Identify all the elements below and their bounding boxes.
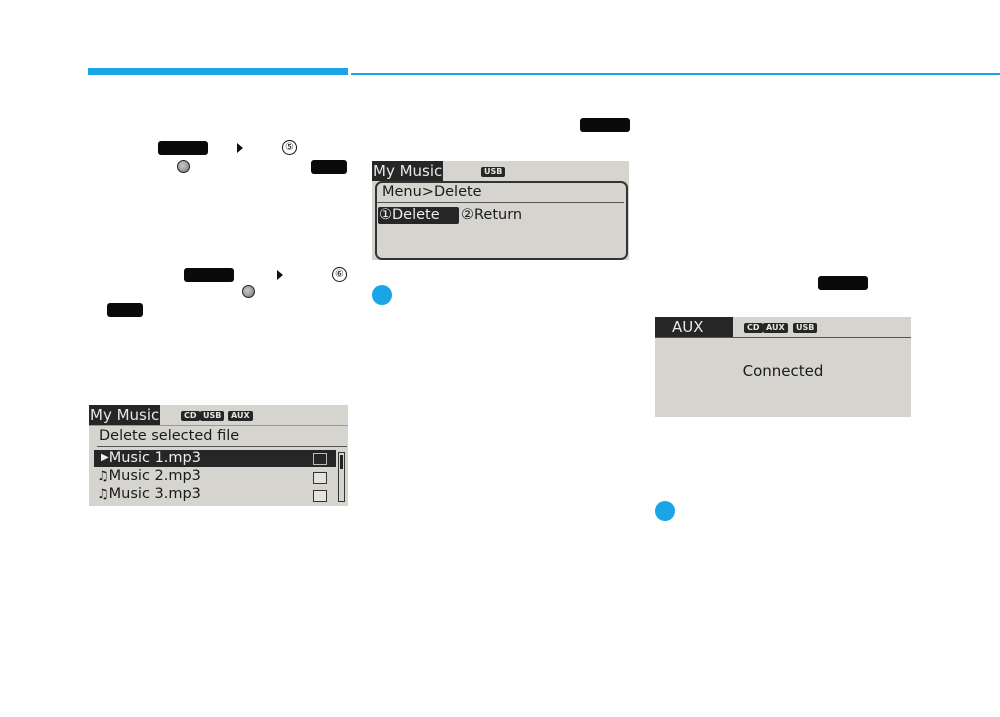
- header-rule-accent: [88, 68, 348, 75]
- tune-knob-icon[interactable]: [177, 160, 190, 173]
- menu-divider: [377, 202, 624, 203]
- list-header: Delete selected file: [99, 428, 240, 444]
- header-rule: [351, 73, 1000, 75]
- info-dot-icon-2: [655, 501, 675, 521]
- menu-frame: [375, 181, 628, 260]
- music-note-icon: ♫: [97, 469, 109, 484]
- return-option[interactable]: ②Return: [461, 207, 523, 223]
- title-divider: [89, 425, 348, 426]
- aux-badge: AUX: [228, 411, 253, 421]
- screen-title: My Music: [372, 161, 444, 181]
- file-name: Music 1.mp3: [108, 450, 201, 466]
- scrollbar[interactable]: [338, 452, 345, 502]
- lcd-screen-delete-list: My Music CD USB AUX Delete selected file…: [89, 405, 348, 506]
- screen-title: My Music: [89, 405, 161, 425]
- usb-badge: USB: [481, 167, 506, 177]
- enter-key-button[interactable]: [311, 160, 347, 174]
- tune-knob-icon-2[interactable]: [242, 285, 255, 298]
- info-dot-icon: [372, 285, 392, 305]
- menu-key-button-3[interactable]: [580, 118, 630, 132]
- list-row-selected-bg: [94, 450, 336, 467]
- media-key-button[interactable]: [818, 276, 868, 290]
- delete-option-bg: [378, 207, 459, 224]
- delete-option[interactable]: ①Delete: [379, 207, 440, 223]
- aux-status: Connected: [742, 362, 824, 380]
- screen-title: AUX: [655, 317, 733, 337]
- list-item[interactable]: ♫Music 3.mp3: [97, 486, 201, 503]
- list-item[interactable]: ▶Music 1.mp3: [101, 450, 201, 468]
- usb-badge: USB: [793, 323, 818, 333]
- cd-badge: CD: [181, 411, 200, 421]
- lcd-screen-delete-menu: My Music USB Menu>Delete ①Delete ②Return: [372, 161, 629, 260]
- scrollbar-thumb[interactable]: [340, 455, 343, 469]
- file-checkbox[interactable]: [313, 453, 327, 465]
- aux-badge: AUX: [763, 323, 788, 333]
- menu-key-button-2[interactable]: [184, 268, 234, 282]
- file-checkbox[interactable]: [313, 490, 327, 502]
- enter-key-button-2[interactable]: [107, 303, 143, 317]
- file-name: Music 3.mp3: [108, 486, 201, 502]
- file-name: Music 2.mp3: [108, 468, 201, 484]
- menu-path: Menu>Delete: [382, 184, 482, 200]
- file-checkbox[interactable]: [313, 472, 327, 484]
- step-6-number: ⑥: [332, 267, 347, 282]
- list-item[interactable]: ♫Music 2.mp3: [97, 468, 201, 485]
- title-divider: [655, 337, 911, 338]
- music-note-icon: ♫: [97, 487, 109, 502]
- header-divider: [97, 446, 347, 447]
- step-5-number: ⑤: [282, 140, 297, 155]
- menu-key-button[interactable]: [158, 141, 208, 155]
- right-arrow-icon: [237, 143, 243, 153]
- right-arrow-icon-2: [277, 270, 283, 280]
- selection-caret-icon: ▶: [101, 452, 109, 463]
- lcd-screen-aux: AUX CD AUX USB Connected: [655, 317, 911, 417]
- cd-badge: CD: [744, 323, 763, 333]
- usb-badge: USB: [200, 411, 225, 421]
